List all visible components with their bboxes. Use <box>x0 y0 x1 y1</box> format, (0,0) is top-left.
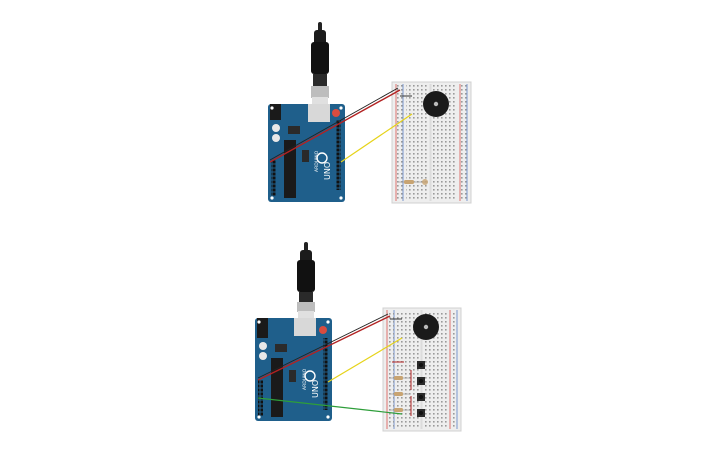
push-button[interactable] <box>417 377 425 385</box>
circuit-top: UNO ARDUINO <box>268 22 472 204</box>
board-brand-label: ARDUINO <box>302 368 308 390</box>
analog-header <box>271 160 276 196</box>
board-model-label: UNO <box>323 162 332 180</box>
board-model-label: UNO <box>311 380 320 398</box>
resistors <box>389 361 412 416</box>
capacitor <box>272 134 280 142</box>
breadboard <box>391 81 472 204</box>
push-buttons <box>417 361 425 417</box>
board-brand-label: ARDUINO <box>314 150 320 172</box>
usb-cable[interactable] <box>297 242 315 327</box>
power-jack <box>270 104 281 120</box>
power-wire[interactable] <box>257 315 391 381</box>
piezo-buzzer[interactable] <box>400 91 449 117</box>
capacitor <box>259 342 267 350</box>
digital-header <box>336 120 341 190</box>
wires <box>269 87 413 163</box>
piezo-buzzer[interactable] <box>390 314 439 340</box>
digital-header <box>323 338 328 410</box>
push-button[interactable] <box>417 409 425 417</box>
reset-button[interactable] <box>319 326 327 334</box>
power-jack <box>257 318 268 338</box>
microcontroller-chip <box>284 140 296 198</box>
power-wire[interactable] <box>269 89 401 163</box>
circuit-bottom: UNO ARDUINO <box>255 242 462 432</box>
arduino-logo <box>304 370 316 382</box>
resistor[interactable] <box>389 408 410 412</box>
usb-port <box>308 104 330 122</box>
resistor[interactable] <box>389 376 410 380</box>
arduino-logo <box>316 152 328 164</box>
signal-wire[interactable] <box>327 337 403 383</box>
input-wire[interactable] <box>257 397 403 415</box>
usb-port <box>294 318 316 336</box>
push-button[interactable] <box>417 361 425 369</box>
arduino-uno[interactable]: UNO ARDUINO <box>268 104 345 202</box>
capacitor <box>272 124 280 132</box>
ground-wire[interactable] <box>269 87 399 161</box>
capacitor <box>259 352 267 360</box>
usb-cable[interactable] <box>311 22 329 115</box>
signal-wire[interactable] <box>340 113 413 163</box>
reset-button[interactable] <box>332 109 340 117</box>
push-button[interactable] <box>417 393 425 401</box>
resistor[interactable] <box>389 392 410 396</box>
wires <box>257 313 403 415</box>
resistor[interactable] <box>398 179 428 185</box>
arduino-uno[interactable]: UNO ARDUINO <box>255 318 332 421</box>
ground-wire[interactable] <box>257 313 389 379</box>
